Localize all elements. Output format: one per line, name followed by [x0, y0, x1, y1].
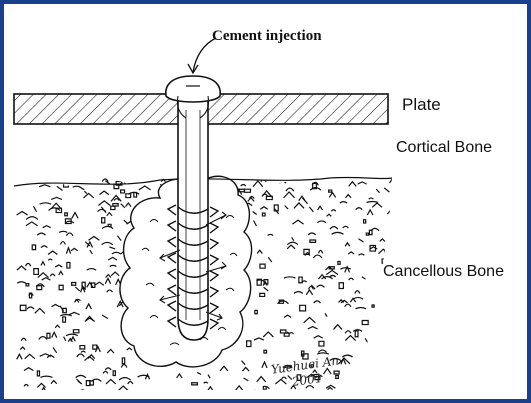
figure-canvas: Cement injection Plate Cortical Bone Can…	[0, 0, 531, 403]
figure-border	[0, 0, 531, 403]
